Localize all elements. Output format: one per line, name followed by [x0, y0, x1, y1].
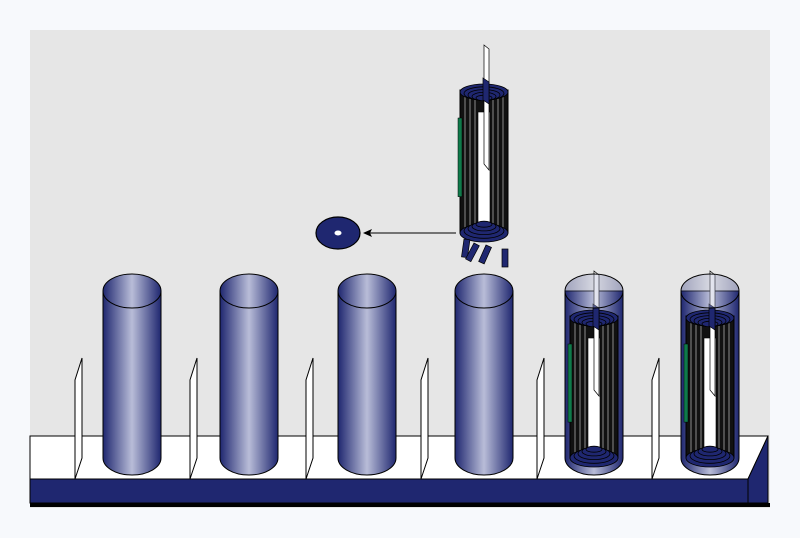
green-strip	[683, 343, 689, 423]
tube-opening	[454, 273, 514, 309]
bottom-spiral-ring	[475, 220, 493, 228]
tube-body	[454, 290, 514, 476]
bottom-spiral-ring	[585, 445, 603, 453]
tube-filled	[564, 270, 624, 476]
tube-body	[337, 290, 397, 476]
disc-hole	[334, 230, 342, 236]
tube-body	[102, 290, 162, 476]
rolled-insert	[683, 270, 735, 468]
tube-empty	[102, 273, 162, 476]
rack-divider	[74, 357, 83, 480]
blade	[483, 44, 490, 171]
rolled-insert	[567, 270, 619, 468]
rack-divider	[305, 357, 314, 480]
green-strip	[457, 117, 463, 197]
unrolled-strip	[478, 244, 492, 265]
rack-divider	[420, 357, 429, 480]
tube-opening	[102, 273, 162, 309]
tube-opening	[564, 273, 624, 309]
tube-opening	[680, 273, 740, 309]
tube-filled	[680, 270, 740, 476]
unrolled-strip	[501, 248, 509, 268]
tube-empty	[337, 273, 397, 476]
rack-divider	[189, 357, 198, 480]
tube-opening	[337, 273, 397, 309]
tube-wall	[564, 291, 624, 458]
rack-base-shadow	[30, 503, 770, 507]
rack-divider	[536, 357, 545, 480]
blade-clip	[482, 77, 490, 105]
tube-opening	[219, 273, 279, 309]
arrowhead-icon	[363, 229, 372, 237]
tube-empty	[454, 273, 514, 476]
rack-front	[29, 478, 749, 504]
tube-wall	[680, 291, 740, 458]
rolled-insert	[457, 44, 509, 268]
tube-body	[219, 290, 279, 476]
tube-empty	[219, 273, 279, 476]
unrolled-strip	[465, 242, 480, 263]
rack-divider	[651, 357, 660, 480]
unrolled-strip	[461, 238, 471, 259]
green-strip	[567, 343, 573, 423]
bottom-spiral-ring	[701, 445, 719, 453]
